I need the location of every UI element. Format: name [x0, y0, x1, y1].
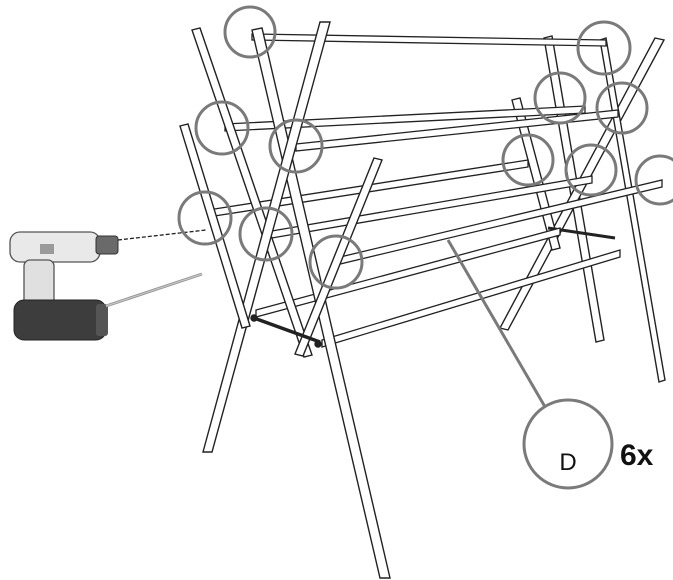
callout-ring: [308, 234, 364, 290]
callout-ring: [268, 118, 324, 174]
callout-ring: [533, 71, 587, 125]
callout-ring: [564, 143, 618, 197]
callout-ring: [177, 190, 233, 246]
callout-ring: [501, 133, 555, 187]
rod-7: [255, 227, 561, 318]
part-label: D: [559, 449, 576, 476]
quantity-label: 6x: [620, 439, 654, 472]
callout-ring: [595, 81, 649, 135]
callout-ring: [634, 154, 673, 206]
rod-top: [251, 33, 607, 47]
back-leg-far: [599, 37, 666, 383]
rod-3: [295, 109, 619, 152]
rod-8: [321, 249, 621, 348]
callout-ring: [223, 5, 277, 59]
part-callout: D 6x: [446, 239, 654, 490]
rods: [207, 33, 663, 348]
callout-ring: [194, 100, 250, 156]
callout-ring: [238, 206, 294, 262]
front-frame: [179, 21, 391, 579]
drill-icon: [9, 229, 207, 313]
part-label-circle: [522, 398, 614, 490]
screw-callouts: [177, 5, 673, 290]
front-leg-4: [179, 123, 251, 329]
callout-ring: [576, 20, 632, 76]
front-leg-5: [294, 157, 383, 357]
screwdriver-icon: [13, 272, 203, 341]
